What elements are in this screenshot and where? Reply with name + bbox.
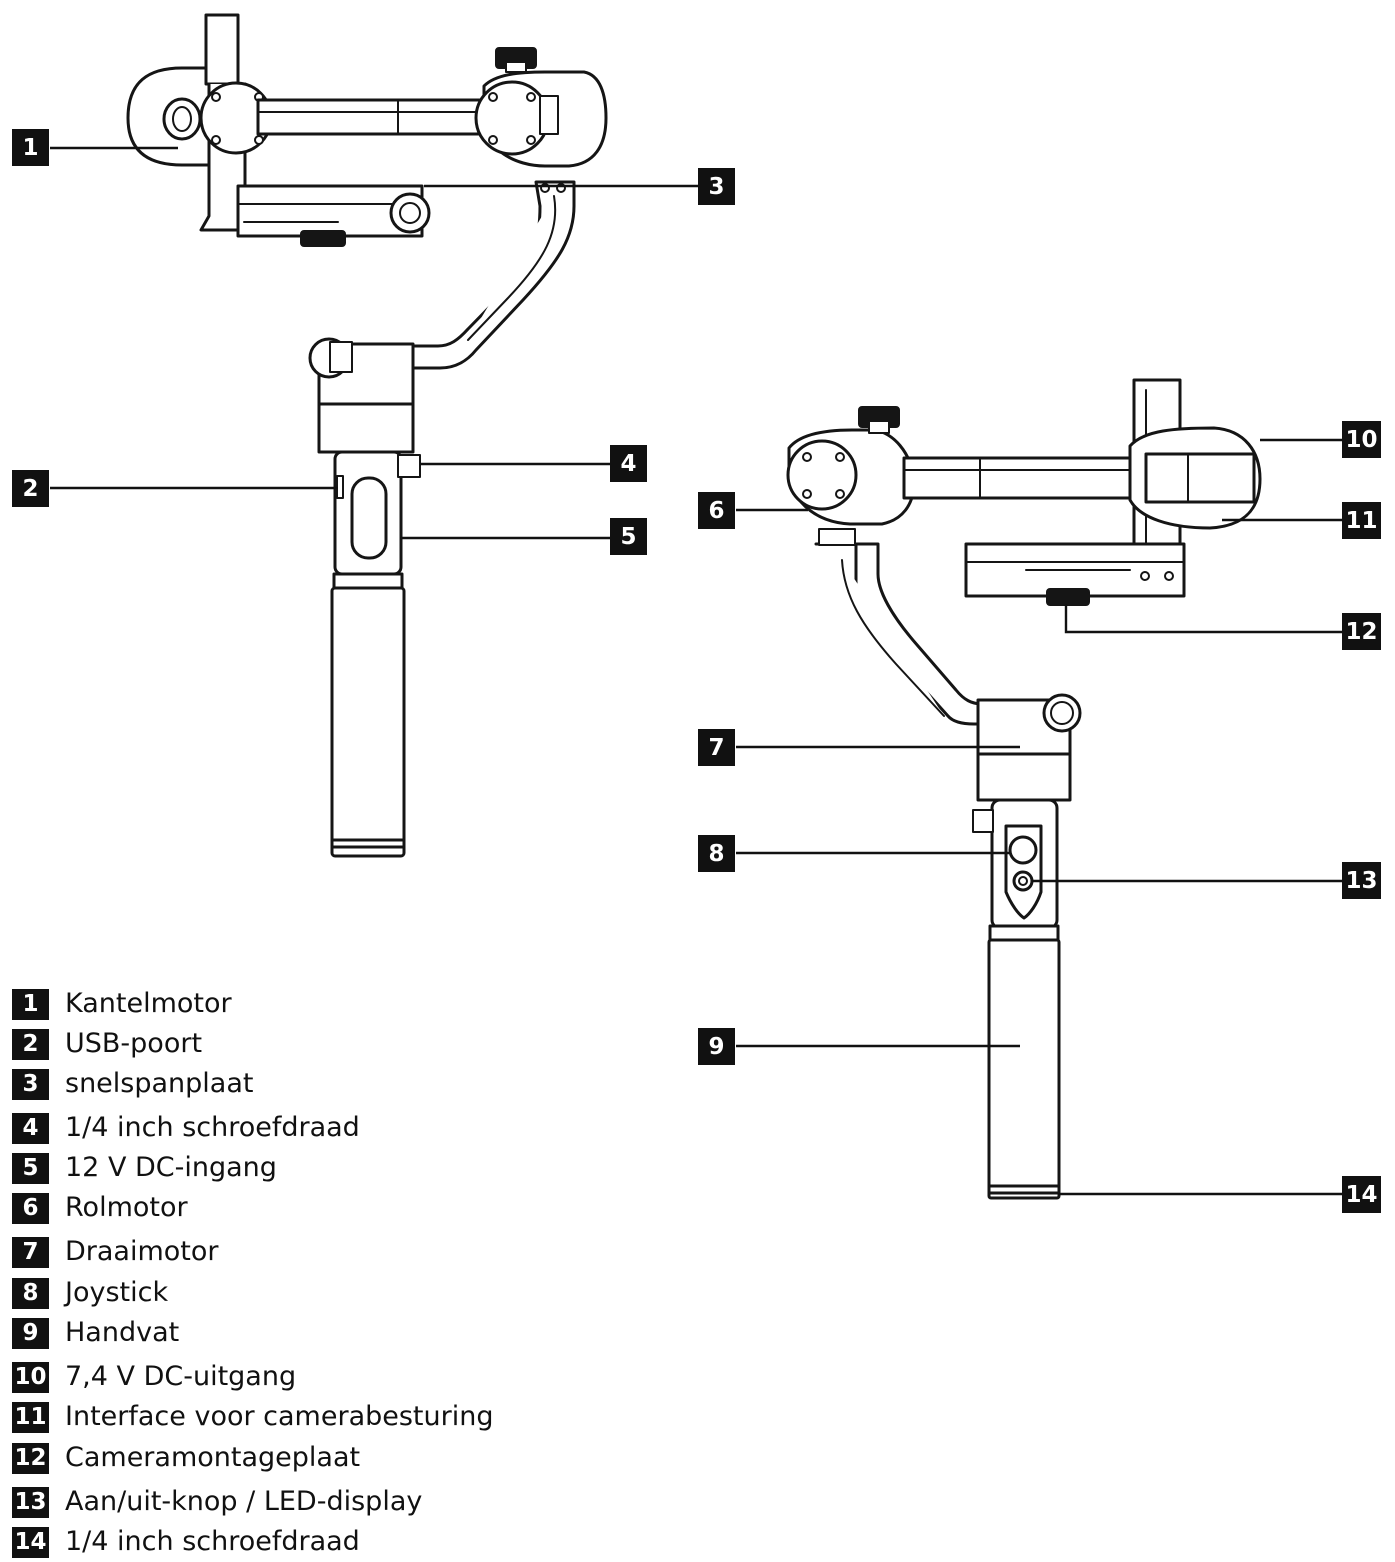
svg-text:6: 6 [708, 498, 724, 524]
right-roll-motor [786, 406, 916, 526]
legend-number-badge: 4 [12, 1112, 49, 1144]
legend-number-badge: 3 [12, 1068, 49, 1100]
legend-number-badge: 10 [12, 1361, 49, 1393]
right-gimbal-drawing [786, 378, 1262, 1200]
legend-label: Interface voor camerabesturing [65, 1401, 494, 1432]
legend-number-badge: 8 [12, 1277, 49, 1309]
diagram-callout-13: 13 [1342, 862, 1381, 899]
legend-label: USB-poort [65, 1028, 203, 1059]
diagram-callout-14: 14 [1342, 1176, 1381, 1213]
svg-text:7: 7 [708, 735, 724, 761]
legend-item-8: 8 Joystick [12, 1275, 168, 1311]
legend-label: Aan/uit-knop / LED-display [65, 1486, 423, 1517]
left-gimbal-drawing [126, 13, 608, 858]
svg-text:1: 1 [22, 135, 38, 161]
legend-label: Draaimotor [65, 1236, 219, 1267]
diagram-callout-6: 6 [698, 492, 735, 529]
legend-item-10: 10 7,4 V DC-uitgang [12, 1359, 296, 1395]
callout-leader-lines [50, 146, 1342, 1196]
legend-number-badge: 6 [12, 1192, 49, 1224]
legend-item-7: 7 Draaimotor [12, 1234, 219, 1270]
legend-label: Rolmotor [65, 1192, 188, 1223]
left-gimbal-arm [408, 180, 576, 370]
legend-number-badge: 13 [12, 1486, 49, 1518]
legend-number-badge: 12 [12, 1442, 49, 1474]
callout-badges: 1 2 3 4 5 6 7 8 [12, 129, 1381, 1213]
legend-label: 1/4 inch schroefdraad [65, 1112, 360, 1143]
right-pan-motor [976, 693, 1082, 802]
legend-number-badge: 2 [12, 1028, 49, 1060]
diagram-callout-11: 11 [1342, 502, 1381, 539]
legend-number-badge: 5 [12, 1152, 49, 1184]
diagram-callout-12: 12 [1342, 613, 1381, 650]
legend-label: 1/4 inch schroefdraad [65, 1526, 360, 1557]
svg-text:8: 8 [708, 841, 724, 867]
svg-text:5: 5 [620, 524, 636, 550]
left-pan-motor [308, 337, 415, 454]
svg-text:9: 9 [708, 1034, 724, 1060]
legend-item-14: 14 1/4 inch schroefdraad [12, 1524, 360, 1560]
diagram-callout-9: 9 [698, 1028, 735, 1065]
legend-item-1: 1 Kantelmotor [12, 986, 232, 1022]
legend-number-badge: 9 [12, 1317, 49, 1349]
legend-label: Joystick [65, 1277, 169, 1308]
svg-text:13: 13 [1345, 868, 1377, 894]
right-camera-plate [964, 542, 1186, 606]
right-handle [972, 798, 1061, 1200]
svg-text:14: 14 [1345, 1182, 1377, 1208]
legend-number-badge: 1 [12, 988, 49, 1020]
left-camera-plate [236, 184, 431, 247]
legend-number-badge: 11 [12, 1401, 49, 1433]
legend-number-badge: 14 [12, 1526, 49, 1558]
legend-label: Handvat [65, 1317, 180, 1348]
svg-text:2: 2 [22, 476, 38, 502]
diagram-callout-10: 10 [1342, 421, 1381, 458]
diagram-callout-1: 1 [12, 129, 49, 166]
legend-item-12: 12 Cameramontageplaat [12, 1440, 360, 1476]
left-handle [330, 450, 421, 858]
svg-text:12: 12 [1345, 619, 1377, 645]
diagram-callout-5: 5 [610, 518, 647, 555]
diagram-callout-7: 7 [698, 729, 735, 766]
legend-item-9: 9 Handvat [12, 1315, 179, 1351]
diagram-callout-4: 4 [610, 445, 647, 482]
legend-number-badge: 7 [12, 1236, 49, 1268]
left-top-crossbar [256, 98, 500, 136]
legend-item-6: 6 Rolmotor [12, 1190, 188, 1226]
legend-item-3: 3 snelspanplaat [12, 1066, 253, 1102]
legend-item-11: 11 Interface voor camerabesturing [12, 1399, 493, 1435]
legend-item-2: 2 USB-poort [12, 1026, 202, 1062]
diagram-callout-8: 8 [698, 835, 735, 872]
legend-item-4: 4 1/4 inch schroefdraad [12, 1110, 360, 1146]
left-roll-arm-head [474, 47, 608, 168]
svg-text:4: 4 [620, 451, 636, 477]
legend-label: 7,4 V DC-uitgang [65, 1361, 297, 1392]
right-top-crossbar [902, 456, 1138, 500]
legend-label: Cameramontageplaat [65, 1442, 361, 1473]
legend-label: Kantelmotor [65, 988, 232, 1019]
diagram-callout-2: 2 [12, 470, 49, 507]
svg-text:10: 10 [1345, 427, 1377, 453]
svg-text:3: 3 [708, 174, 724, 200]
leader-line-12 [1064, 604, 1342, 634]
svg-text:11: 11 [1345, 508, 1377, 534]
legend-label: 12 V DC-ingang [65, 1152, 277, 1183]
diagram-callout-3: 3 [698, 168, 735, 205]
legend-item-5: 5 12 V DC-ingang [12, 1150, 277, 1186]
legend-item-13: 13 Aan/uit-knop / LED-display [12, 1484, 422, 1520]
legend-label: snelspanplaat [65, 1068, 254, 1099]
